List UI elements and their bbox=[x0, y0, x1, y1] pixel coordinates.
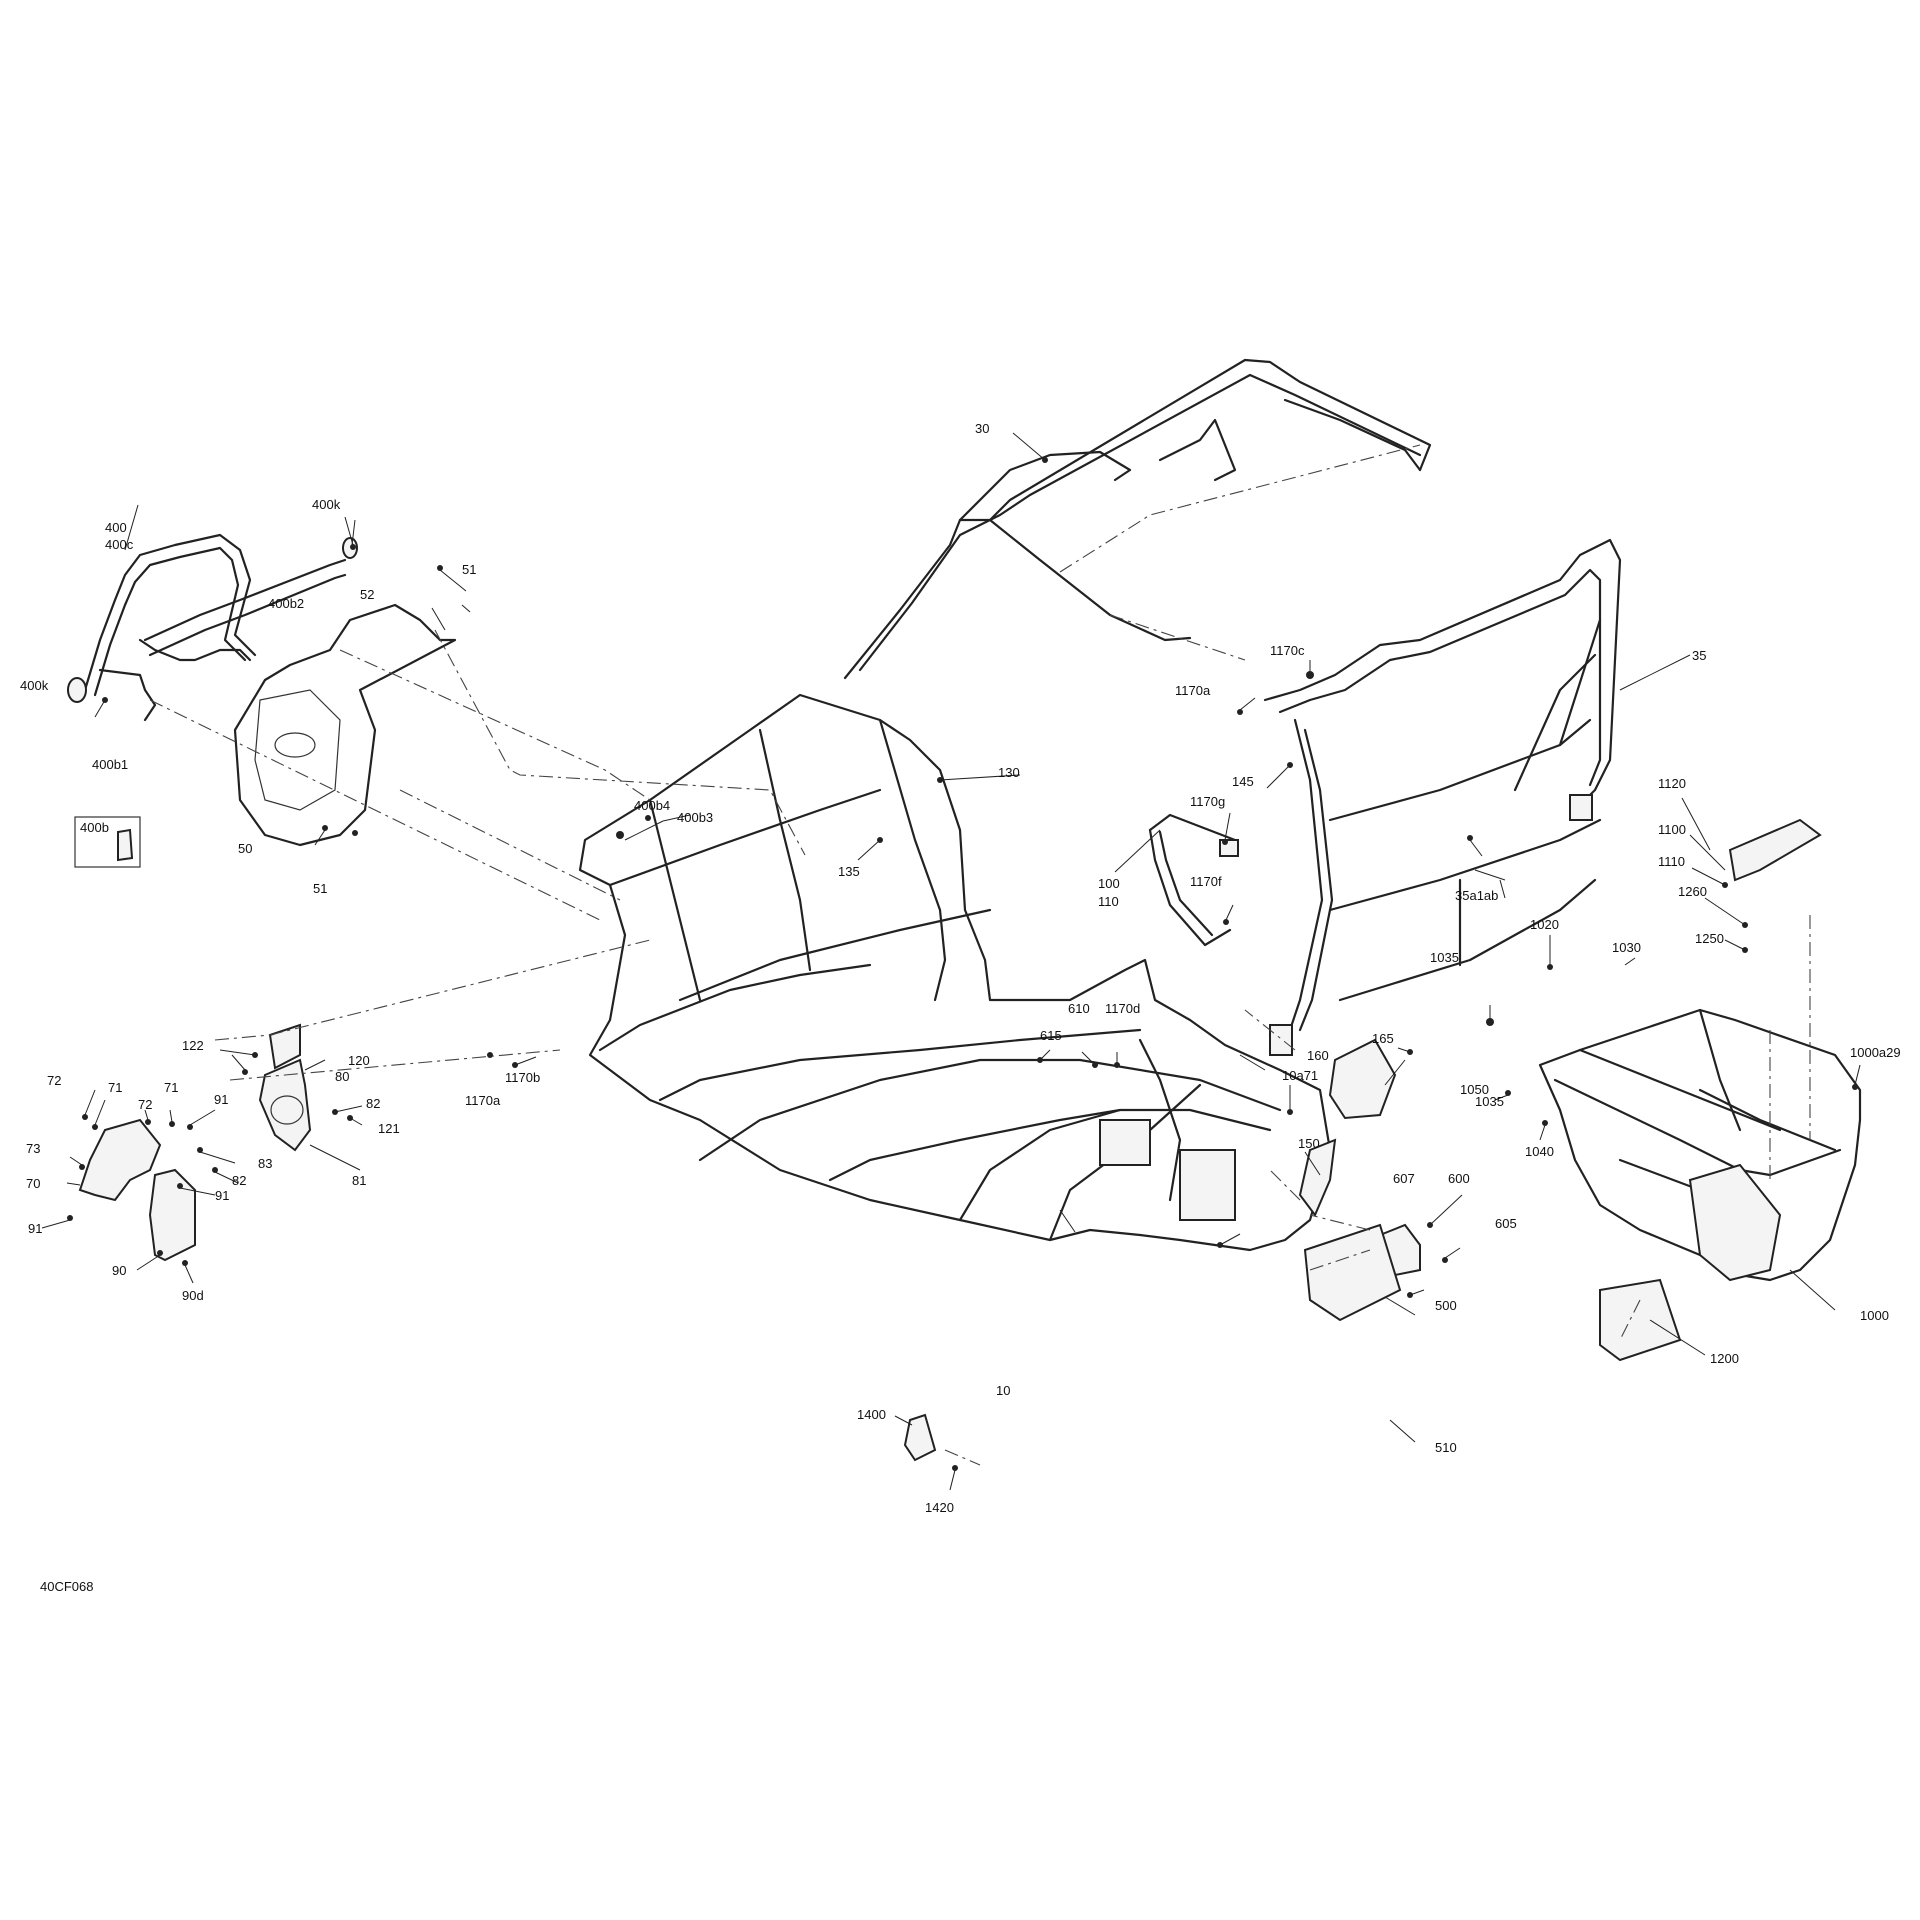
callout-1050: 1050 bbox=[1460, 1082, 1489, 1097]
rear-subframe-part bbox=[1538, 818, 1862, 1362]
callout-110: 110 bbox=[1098, 894, 1119, 909]
callout-80: 80 bbox=[335, 1069, 349, 1084]
callout-91c: 91 bbox=[28, 1221, 42, 1236]
callout-1170g: 1170g bbox=[1190, 794, 1225, 809]
callout-510: 510 bbox=[1435, 1440, 1457, 1455]
callout-600: 600 bbox=[1448, 1171, 1470, 1186]
callout-50: 50 bbox=[238, 841, 252, 856]
callout-labels: 30 35 35a1ab 1170c 1170a 145 1170g 100 1… bbox=[20, 421, 1901, 1594]
callout-1000: 1000 bbox=[1860, 1308, 1889, 1323]
callout-91b: 91 bbox=[215, 1188, 229, 1203]
callout-1170a-mid: 1170a bbox=[465, 1093, 501, 1108]
callout-1200: 1200 bbox=[1710, 1351, 1739, 1366]
callout-1000a29: 1000a29 bbox=[1850, 1045, 1901, 1060]
callout-400c: 400c bbox=[105, 537, 134, 552]
callout-160: 160 bbox=[1307, 1048, 1329, 1063]
callout-70: 70 bbox=[26, 1176, 40, 1191]
roof-cage-part bbox=[843, 358, 1622, 1056]
callout-71b: 71 bbox=[164, 1080, 178, 1095]
leader-lines bbox=[41, 432, 1861, 1491]
callout-150: 150 bbox=[1298, 1136, 1320, 1151]
callout-1260: 1260 bbox=[1678, 884, 1707, 899]
callout-30: 30 bbox=[975, 421, 989, 436]
callout-100: 100 bbox=[1098, 876, 1120, 891]
front-bumper-part bbox=[67, 533, 358, 722]
callout-73: 73 bbox=[26, 1141, 40, 1156]
callout-90d: 90d bbox=[182, 1288, 204, 1303]
callout-72a: 72 bbox=[47, 1073, 61, 1088]
callout-400b1: 400b1 bbox=[92, 757, 128, 772]
callout-400b2: 400b2 bbox=[268, 596, 304, 611]
callout-1420: 1420 bbox=[925, 1500, 954, 1515]
fastener-dots bbox=[67, 457, 1858, 1471]
callout-10a71: 10a71 bbox=[1282, 1068, 1318, 1083]
callout-605: 605 bbox=[1495, 1216, 1517, 1231]
callout-121: 121 bbox=[378, 1121, 400, 1136]
callout-400b3: 400b3 bbox=[677, 810, 713, 825]
callout-81: 81 bbox=[352, 1173, 366, 1188]
callout-82a: 82 bbox=[366, 1096, 380, 1111]
misc-brackets-part bbox=[903, 1038, 1421, 1462]
callout-51-top: 51 bbox=[462, 562, 476, 577]
callout-607: 607 bbox=[1393, 1171, 1415, 1186]
callout-1110: 1110 bbox=[1658, 854, 1685, 869]
callout-83: 83 bbox=[258, 1156, 272, 1171]
callout-500: 500 bbox=[1435, 1298, 1457, 1313]
callout-1250: 1250 bbox=[1695, 931, 1724, 946]
callout-35a1ab: 35a1ab bbox=[1455, 888, 1498, 903]
callout-35: 35 bbox=[1692, 648, 1706, 663]
callout-1035a: 1035 bbox=[1430, 950, 1459, 965]
callout-1035b: 1035 bbox=[1475, 1094, 1504, 1109]
callout-1170d: 1170d bbox=[1105, 1001, 1140, 1016]
callout-122: 122 bbox=[182, 1038, 204, 1053]
callout-615: 615 bbox=[1040, 1028, 1062, 1043]
callout-130: 130 bbox=[998, 765, 1020, 780]
callout-1030: 1030 bbox=[1612, 940, 1641, 955]
callout-135: 135 bbox=[838, 864, 860, 879]
callout-1400: 1400 bbox=[857, 1407, 886, 1422]
front-brackets-part bbox=[78, 1023, 312, 1262]
assembly-lines bbox=[149, 444, 1811, 1466]
inset-label-400b: 400b bbox=[80, 820, 109, 835]
front-plate-part bbox=[233, 603, 457, 847]
callout-1100: 1100 bbox=[1658, 822, 1686, 837]
callout-400: 400 bbox=[105, 520, 127, 535]
callout-51-bot: 51 bbox=[313, 881, 327, 896]
callout-145: 145 bbox=[1232, 774, 1254, 789]
callout-90: 90 bbox=[112, 1263, 126, 1278]
callout-1170c: 1170c bbox=[1270, 643, 1305, 658]
callout-400b4: 400b4 bbox=[634, 798, 670, 813]
callout-1170f: 1170f bbox=[1190, 874, 1222, 889]
callout-71a: 71 bbox=[108, 1080, 122, 1095]
callout-91a: 91 bbox=[214, 1092, 228, 1107]
callout-120: 120 bbox=[348, 1053, 370, 1068]
callout-72b: 72 bbox=[138, 1097, 152, 1112]
side-net-part bbox=[1148, 813, 1239, 947]
callout-10: 10 bbox=[996, 1383, 1010, 1398]
callout-165: 165 bbox=[1372, 1031, 1394, 1046]
callout-82b: 82 bbox=[232, 1173, 246, 1188]
main-frame-part bbox=[578, 693, 1332, 1252]
callout-400k-left: 400k bbox=[20, 678, 49, 693]
inset-400b bbox=[74, 816, 141, 868]
callout-1120: 1120 bbox=[1658, 776, 1686, 791]
diagram-code: 40CF068 bbox=[40, 1579, 93, 1594]
callout-610: 610 bbox=[1068, 1001, 1090, 1016]
callout-1170a-top: 1170a bbox=[1175, 683, 1211, 698]
callout-1020: 1020 bbox=[1530, 917, 1559, 932]
callout-1170b: 1170b bbox=[505, 1070, 540, 1085]
callout-1040: 1040 bbox=[1525, 1144, 1554, 1159]
callout-400k-top: 400k bbox=[312, 497, 341, 512]
callout-52: 52 bbox=[360, 587, 374, 602]
